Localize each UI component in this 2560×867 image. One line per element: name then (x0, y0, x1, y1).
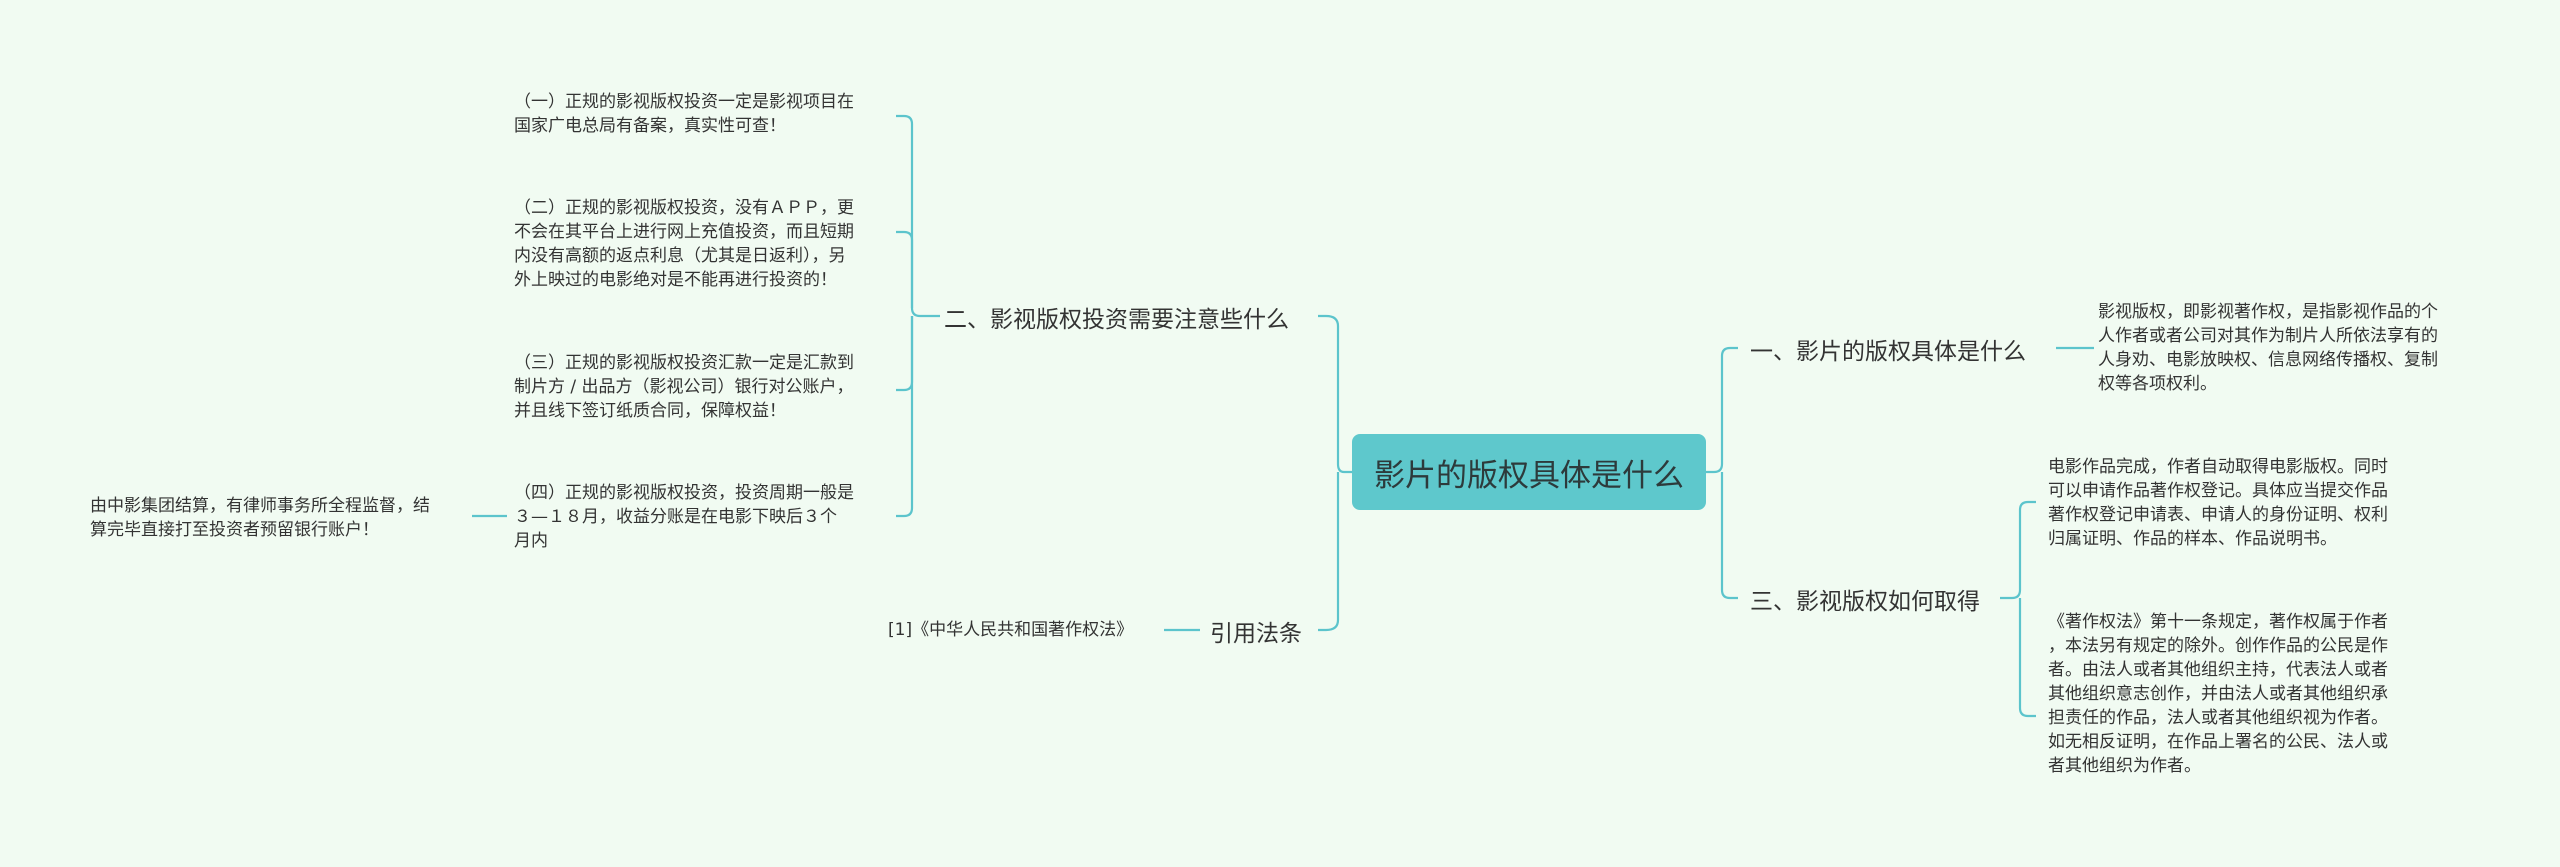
connector-b2-leaves (896, 114, 940, 318)
connector-root-b2 (1318, 314, 1352, 474)
leaf-investment-note-4[interactable]: （四）正规的影视版权投资，投资周期一般是 ３—１８月，收益分账是在电影下映后３个… (514, 483, 854, 551)
leaf-investment-note-1[interactable]: （一）正规的影视版权投资一定是影视项目在 国家广电总局有备案，真实性可查！ (514, 92, 854, 136)
branch-film-copyright-definition[interactable]: 一、影片的版权具体是什么 (1750, 339, 2026, 365)
leaf-reference-copyright-law[interactable]: [1]《中华人民共和国著作权法》 (888, 620, 1134, 640)
branch-references[interactable]: 引用法条 (1210, 621, 1302, 647)
leaf-obtain-law-article[interactable]: 《著作权法》第十一条规定，著作权属于作者 ，本法另有规定的除外。创作作品的公民是… (2048, 612, 2388, 776)
connector-root-b1 (1706, 346, 1738, 474)
connector-root-ref (1318, 472, 1340, 632)
connector-b2-leaf2 (896, 230, 914, 308)
leaf-investment-note-3[interactable]: （三）正规的影视版权投资汇款一定是汇款到 制片方 / 出品方（影视公司）银行对公… (514, 353, 854, 421)
leaf-investment-note-2[interactable]: （二）正规的影视版权投资，没有ＡＰＰ，更 不会在其平台上进行网上充值投资，而且短… (514, 198, 854, 290)
connector-b3-leaves (2000, 500, 2036, 600)
connector-b2-leaf4 (896, 316, 914, 518)
root-topic[interactable]: 影片的版权具体是什么 (1352, 434, 1706, 510)
leaf-obtain-registration[interactable]: 电影作品完成，作者自动取得电影版权。同时 可以申请作品著作权登记。具体应当提交作… (2048, 457, 2388, 549)
connector-root-b3 (1720, 472, 1738, 600)
branch-how-to-obtain[interactable]: 三、影视版权如何取得 (1750, 589, 1980, 615)
connector-b2-leaf3 (896, 316, 914, 392)
leaf-copyright-definition[interactable]: 影视版权，即影视著作权，是指影视作品的个 人作者或者公司对其作为制片人所依法享有… (2098, 302, 2438, 394)
leaf-settlement-note[interactable]: 由中影集团结算，有律师事务所全程监督，结 算完毕直接打至投资者预留银行账户！ (90, 496, 430, 540)
connector-b3-leaf2 (2018, 598, 2036, 718)
branch-investment-notes[interactable]: 二、影视版权投资需要注意些什么 (944, 307, 1289, 333)
